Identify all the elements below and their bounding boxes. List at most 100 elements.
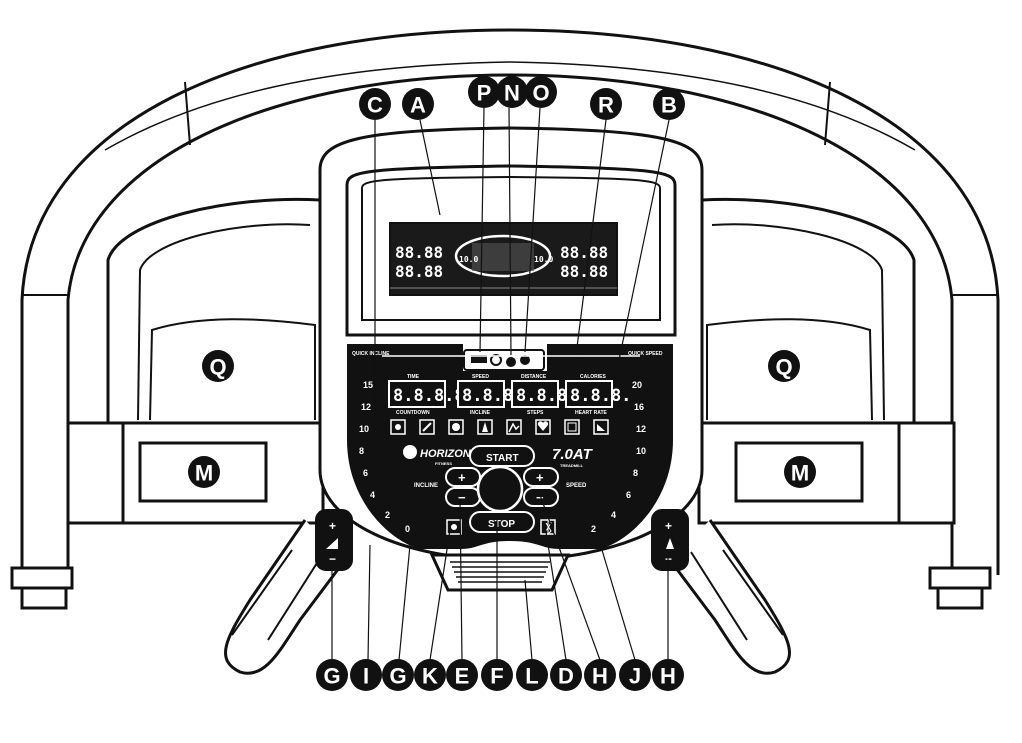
- window-time: TIME 8.8.8.8. COUNTDOWN: [388, 374, 475, 416]
- callout-q-right: Q: [768, 350, 800, 382]
- svg-text:L: L: [525, 664, 538, 689]
- brand-sub: FITNESS: [435, 461, 452, 466]
- right-handle-arm: [668, 519, 791, 675]
- svg-text:G: G: [389, 664, 406, 689]
- callout-h-2: H: [652, 659, 684, 691]
- callout-p: P: [468, 76, 500, 108]
- svg-text:8.8.8.: 8.8.8.: [570, 386, 631, 406]
- callout-k: K: [414, 659, 446, 691]
- right-thumb-plus: +: [665, 519, 672, 533]
- svg-text:R: R: [598, 93, 614, 118]
- quick-incline-scale: QUICK INCLINE 15 12 10 8 6 4 2 0: [352, 351, 410, 534]
- svg-text:START: START: [486, 453, 519, 464]
- svg-text:−: −: [536, 490, 544, 505]
- svg-text:A: A: [410, 93, 426, 118]
- svg-text:C: C: [367, 93, 383, 118]
- left-incline-thumb-control[interactable]: [315, 509, 353, 571]
- callout-l: L: [516, 659, 548, 691]
- callout-r: R: [590, 88, 622, 120]
- lcd-left-bottom-digits: 88.88: [395, 262, 443, 281]
- svg-text:N: N: [504, 81, 520, 106]
- callout-g-1: G: [316, 659, 348, 691]
- model-name: 7.0AT: [552, 446, 594, 463]
- fan-button[interactable]: [506, 357, 516, 367]
- speed-key-6[interactable]: 6: [626, 490, 631, 500]
- svg-text:STEPS: STEPS: [527, 410, 544, 416]
- speed-key-12[interactable]: 12: [636, 424, 646, 434]
- svg-text:Q: Q: [775, 355, 792, 380]
- speed-key-8[interactable]: 8: [633, 468, 638, 478]
- leader-lines: [331, 107, 670, 661]
- incline-key-0[interactable]: 0: [405, 524, 410, 534]
- callout-q-left: Q: [202, 350, 234, 382]
- callout-b: B: [653, 88, 685, 120]
- svg-text:CALORIES: CALORIES: [580, 374, 607, 380]
- svg-text:E: E: [455, 664, 470, 689]
- horizon-logo-icon: [403, 445, 417, 459]
- speed-key-20[interactable]: 20: [632, 380, 642, 390]
- callout-f: F: [481, 659, 513, 691]
- incline-key-15[interactable]: 15: [363, 380, 373, 390]
- lcd-small-readout-left: 10.0: [459, 255, 478, 264]
- callout-e: E: [446, 659, 478, 691]
- callout-d: D: [550, 659, 582, 691]
- lcd-left-top-digits: 88.88: [395, 243, 443, 262]
- callout-c: C: [359, 88, 391, 120]
- program-keys: [390, 419, 609, 435]
- svg-text:M: M: [791, 461, 809, 486]
- svg-text:G: G: [323, 664, 340, 689]
- incline-key-4[interactable]: 4: [370, 490, 375, 500]
- bluetooth-button[interactable]: [520, 355, 530, 365]
- speed-label: SPEED: [566, 483, 587, 489]
- svg-text:TIME: TIME: [407, 374, 420, 380]
- incline-key-10[interactable]: 10: [359, 424, 369, 434]
- speed-key-16[interactable]: 16: [634, 402, 644, 412]
- callout-g-2: G: [382, 659, 414, 691]
- svg-text:SPEED: SPEED: [472, 374, 489, 380]
- callout-m-left: M: [188, 456, 220, 488]
- svg-text:O: O: [532, 81, 549, 106]
- speed-up-button[interactable]: [523, 467, 559, 487]
- speed-key-4[interactable]: 4: [611, 510, 616, 520]
- svg-text:Q: Q: [209, 355, 226, 380]
- svg-text:8.8.8.: 8.8.8.: [516, 386, 577, 406]
- callout-j: J: [619, 659, 651, 691]
- lcd-right-bottom-digits: 88.88: [560, 262, 608, 281]
- incline-key-2[interactable]: 2: [385, 510, 390, 520]
- svg-text:P: P: [477, 81, 492, 106]
- callout-h-1: H: [584, 659, 616, 691]
- svg-text:+: +: [536, 470, 544, 485]
- incline-key-8[interactable]: 8: [359, 446, 364, 456]
- svg-text:STOP: STOP: [488, 519, 515, 530]
- handlebar-inner: [66, 73, 954, 575]
- svg-text:COUNTDOWN: COUNTDOWN: [396, 410, 430, 416]
- svg-text:+: +: [458, 470, 466, 485]
- incline-key-12[interactable]: 12: [361, 402, 371, 412]
- audio-jack[interactable]: [490, 354, 502, 366]
- brand-name: HORIZON: [420, 448, 472, 460]
- incline-label: INCLINE: [414, 483, 438, 489]
- window-calories: CALORIES 8.8.8. HEART RATE: [565, 374, 631, 416]
- handlebar-outer: [20, 28, 1000, 575]
- svg-text:INCLINE: INCLINE: [470, 410, 491, 416]
- incline-key-6[interactable]: 6: [363, 468, 368, 478]
- callout-m-right: M: [784, 456, 816, 488]
- speed-key-10[interactable]: 10: [636, 446, 646, 456]
- svg-text:8.8.8.: 8.8.8.: [462, 386, 523, 406]
- svg-text:B: B: [661, 93, 677, 118]
- svg-text:D: D: [558, 664, 574, 689]
- window-speed: SPEED 8.8.8. INCLINE: [457, 374, 523, 416]
- lcd-small-readout-right: 10.0: [534, 255, 553, 264]
- callout-a: A: [402, 88, 434, 120]
- svg-text:8.8.8.8.: 8.8.8.8.: [393, 386, 475, 406]
- center-dial[interactable]: [476, 465, 524, 513]
- svg-text:HEART RATE: HEART RATE: [575, 410, 608, 416]
- quick-speed-title: QUICK SPEED: [628, 351, 663, 357]
- speed-key-2[interactable]: 2: [591, 524, 596, 534]
- callout-i: I: [350, 659, 382, 691]
- callout-o: O: [525, 76, 557, 108]
- incline-up-button[interactable]: [445, 467, 481, 487]
- lcd-track-oval: [454, 234, 552, 278]
